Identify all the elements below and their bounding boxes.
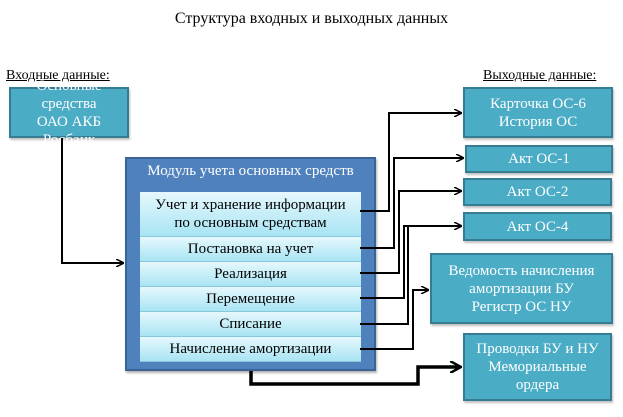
module-row-transfer: Перемещение [140,287,361,312]
input-section-label: Входные данные: [6,68,110,83]
box-text-line: Акт ОС-4 [506,218,569,235]
box-text-line: Проводки БУ и НУ [476,341,599,357]
input-box-fixed-assets: Основные средства ОАО АКБ Росбанк [9,78,129,148]
row-text-line: Реализация [214,266,287,282]
box-text-line: ОАО АКБ Росбанк [36,113,102,148]
module-row-depreciation: Начисление амортизации [140,337,361,362]
box-text-line: История ОС [498,113,578,130]
module-row-sale: Реализация [140,262,361,287]
row-text-line: по основным средствам [174,215,327,231]
box-text-line: Ведомость начисления [448,262,595,279]
output-box-card-os6: Карточка ОС-6 История ОС [463,87,613,138]
output-box-act-os4: Акт ОС-4 [463,212,612,241]
box-text-line: Регистр ОС НУ [471,298,572,315]
module-row-write-off: Списание [140,312,361,337]
output-box-depreciation-register: Ведомость начисления амортизации БУ Реги… [430,253,613,324]
row-text-line: Учет и хранение информации [155,197,346,213]
box-text-line: Основные средства [36,77,102,112]
box-text-line: ордера [515,377,560,393]
box-text-line: Акт ОС-1 [508,151,570,167]
module-title: Модуль учета основных средств [147,163,354,179]
row-text-line: Начисление амортизации [169,341,332,357]
module-row-registration: Постановка на учет [140,237,361,262]
module-row-storage: Учет и хранение информации по основным с… [140,192,361,237]
box-text-line: амортизации БУ [469,280,574,297]
diagram-title: Структура входных и выходных данных [174,10,449,27]
output-section-label: Выходные данные: [483,68,597,83]
box-text-line: Мемориальные [488,359,587,375]
row-text-line: Перемещение [206,291,295,307]
output-box-postings: Проводки БУ и НУ Мемориальные ордера [463,333,612,401]
output-box-act-os2: Акт ОС-2 [463,178,612,206]
box-text-line: Акт ОС-2 [506,184,569,200]
row-text-line: Списание [219,316,282,332]
fixed-assets-module: Модуль учета основных средств Учет и хра… [125,157,376,371]
row-text-line: Постановка на учет [187,241,314,257]
box-text-line: Карточка ОС-6 [490,95,586,112]
output-box-act-os1: Акт ОС-1 [465,145,613,173]
connector-input-to-module [61,138,123,263]
